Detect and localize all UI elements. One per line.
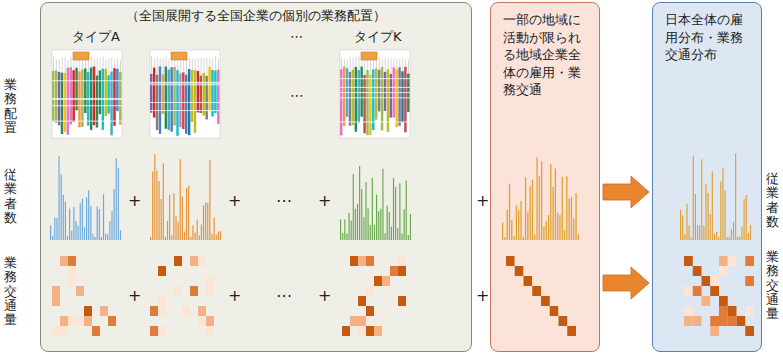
- employment-bar-chart: [680, 154, 751, 240]
- employment-bar-chart: [340, 166, 411, 240]
- traffic-matrix: [52, 256, 116, 336]
- employment-bar-chart: [502, 157, 579, 240]
- type-label: タイプK: [354, 30, 402, 44]
- panel-heading: 一部の地域に活動が限られる地域企業全体の雇用・業務交通: [503, 11, 587, 99]
- traffic-matrix: [684, 256, 754, 336]
- ellipsis: ⋯: [276, 192, 292, 210]
- row-label: 業務交通量: [766, 250, 779, 321]
- japan-total-panel: 日本全体の雇用分布・業務交通分布: [652, 2, 762, 352]
- national-firms-panel: （全国展開する全国企業の個別の業務配置）: [40, 2, 472, 352]
- plus-sign: +: [318, 287, 331, 305]
- row-label: 従業者数: [4, 168, 17, 225]
- plus-sign: +: [128, 192, 141, 210]
- ellipsis: ⋯: [290, 88, 304, 103]
- job-layout-chart: [150, 50, 220, 138]
- traffic-matrix: [150, 256, 214, 336]
- block-arrow: [603, 267, 649, 299]
- job-layout-chart: [340, 50, 410, 138]
- employment-bar-chart: [150, 154, 221, 240]
- ellipsis: ⋯: [276, 287, 292, 305]
- row-label: 業務配置: [4, 78, 17, 135]
- employment-bar-chart: [50, 156, 121, 240]
- panel-heading: （全国展開する全国企業の個別の業務配置）: [41, 7, 471, 25]
- block-arrow: [603, 176, 649, 208]
- ellipsis: ⋯: [290, 30, 303, 44]
- plus-sign: +: [476, 192, 489, 210]
- row-label: 業務交通量: [4, 256, 17, 327]
- traffic-matrix: [342, 256, 406, 336]
- type-label: タイプA: [72, 30, 120, 44]
- row-label: 従業者数: [766, 172, 779, 229]
- traffic-matrix: [506, 256, 576, 336]
- plus-sign: +: [228, 192, 241, 210]
- plus-sign: +: [228, 287, 241, 305]
- plus-sign: +: [128, 287, 141, 305]
- regional-firms-panel: 一部の地域に活動が限られる地域企業全体の雇用・業務交通: [490, 2, 600, 352]
- panel-heading: 日本全体の雇用分布・業務交通分布: [665, 11, 749, 64]
- job-layout-chart: [52, 50, 122, 138]
- plus-sign: +: [318, 192, 331, 210]
- plus-sign: +: [476, 287, 489, 305]
